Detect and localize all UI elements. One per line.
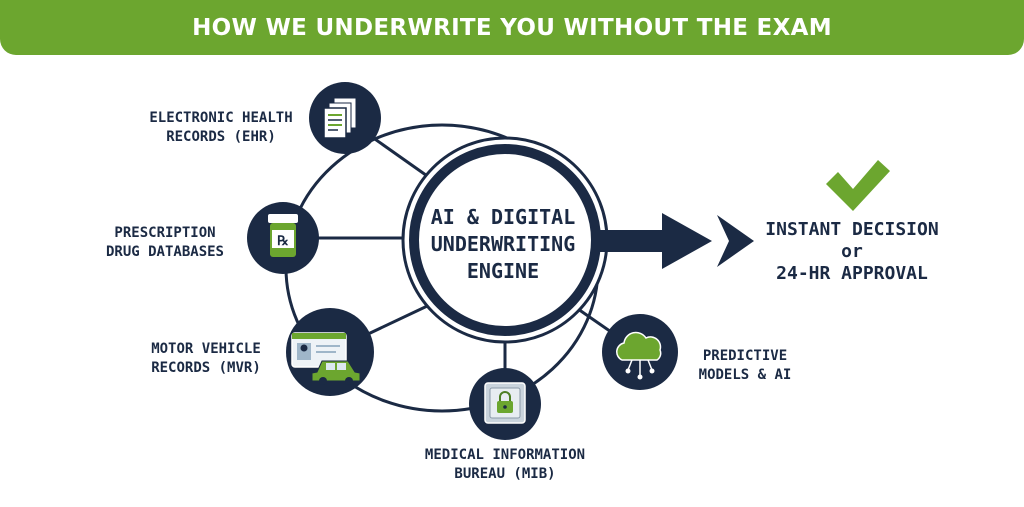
label-rx-line-1: PRESCRIPTION xyxy=(114,225,216,241)
node-mvr xyxy=(286,308,374,396)
result-label: INSTANT DECISION or 24-HR APPROVAL xyxy=(752,219,952,285)
driver-license-car-icon xyxy=(291,332,361,385)
label-rx: PRESCRIPTION DRUG DATABASES xyxy=(94,224,236,262)
label-ai-line-1: PREDICTIVE xyxy=(702,348,788,364)
result-line-2: or xyxy=(841,241,863,262)
label-ehr-line-1: ELECTRONIC HEALTH xyxy=(149,110,293,126)
engine-line-2: UNDERWRITING xyxy=(430,232,576,256)
result-line-3: 24-HR APPROVAL xyxy=(776,263,928,284)
label-mib-line-1: MEDICAL INFORMATION xyxy=(424,447,586,463)
documents-icon xyxy=(323,97,357,139)
result-line-1: INSTANT DECISION xyxy=(765,219,939,240)
engine-line-1: AI & DIGITAL xyxy=(430,205,576,229)
label-rx-line-2: DRUG DATABASES xyxy=(105,244,224,260)
label-ai: PREDICTIVE MODELS & AI xyxy=(686,347,804,385)
engine-line-3: ENGINE xyxy=(466,259,540,283)
node-rx: ℞ xyxy=(247,202,319,274)
engine-label: AI & DIGITAL UNDERWRITING ENGINE xyxy=(418,204,588,285)
label-mib-line-2: BUREAU (MIB) xyxy=(454,466,556,482)
cloud-network-icon xyxy=(616,331,662,380)
label-mvr-line-2: RECORDS (MVR) xyxy=(151,360,261,376)
header-banner: HOW WE UNDERWRITE YOU WITHOUT THE EXAM xyxy=(0,0,1024,55)
node-ai xyxy=(602,314,678,390)
node-mib xyxy=(469,368,541,440)
page-title: HOW WE UNDERWRITE YOU WITHOUT THE EXAM xyxy=(192,14,832,41)
svg-text:℞: ℞ xyxy=(277,234,289,249)
safe-lock-icon xyxy=(484,382,526,424)
label-mvr-line-1: MOTOR VEHICLE xyxy=(151,341,261,357)
result-arrow xyxy=(594,213,712,269)
label-ai-line-2: MODELS & AI xyxy=(698,367,792,383)
label-mvr: MOTOR VEHICLE RECORDS (MVR) xyxy=(140,340,272,378)
label-ehr: ELECTRONIC HEALTH RECORDS (EHR) xyxy=(136,109,306,147)
checkmark-icon xyxy=(826,160,890,211)
node-ehr xyxy=(309,82,381,154)
result-chevron xyxy=(717,215,754,267)
label-ehr-line-2: RECORDS (EHR) xyxy=(166,129,276,145)
prescription-bottle-icon: ℞ xyxy=(268,214,298,257)
label-mib: MEDICAL INFORMATION BUREAU (MIB) xyxy=(410,446,600,484)
